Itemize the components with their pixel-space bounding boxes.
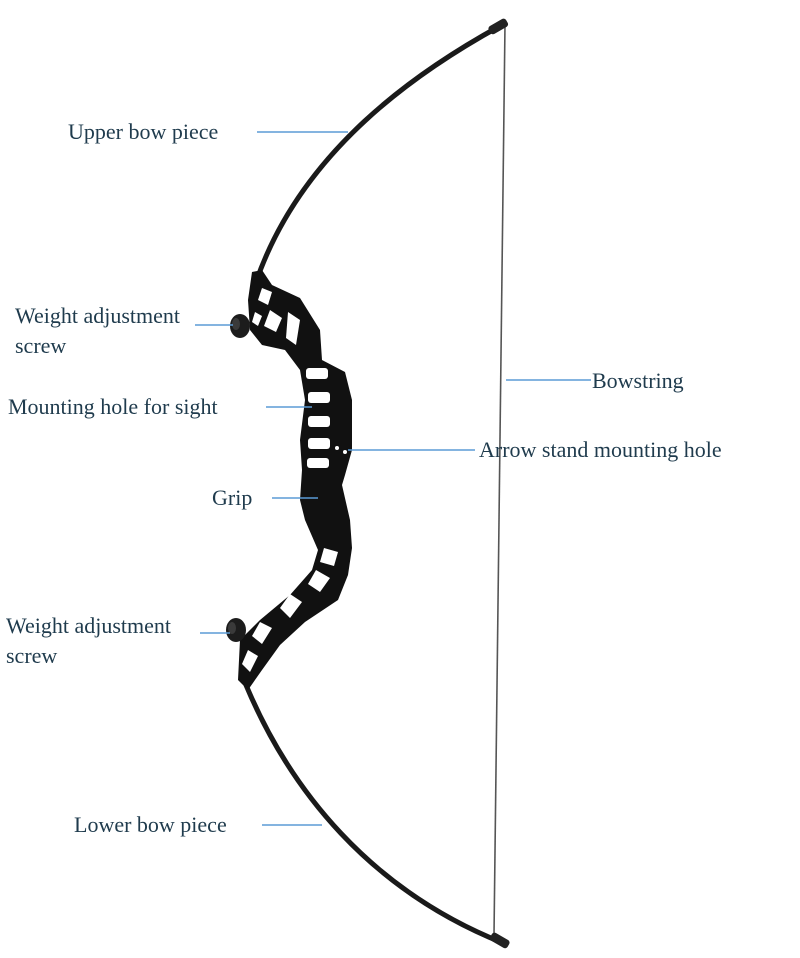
- lower-weight-screw-highlight: [228, 622, 236, 634]
- label-bowstring: Bowstring: [592, 368, 684, 393]
- label-grip: Grip: [212, 485, 253, 510]
- label-weight-adjustment-screw-bottom-line1: Weight adjustment: [6, 613, 172, 638]
- label-lower-bow-piece: Lower bow piece: [74, 812, 227, 837]
- label-arrow-stand-mounting-hole: Arrow stand mounting hole: [479, 437, 722, 462]
- lower-limb: [243, 682, 506, 946]
- upper-limb: [252, 23, 503, 288]
- bowstring-line: [493, 23, 506, 936]
- label-upper-bow-piece: Upper bow piece: [68, 119, 219, 144]
- label-weight-adjustment-screw-top-line1: Weight adjustment: [15, 303, 181, 328]
- leader-lines: [195, 131, 591, 826]
- upper-limb-tip: [488, 18, 509, 35]
- label-weight-adjustment-screw-top-line2: screw: [15, 333, 67, 358]
- label-weight-adjustment-screw-bottom: Weight adjustment screw: [6, 611, 171, 671]
- arrow-stand-hole-dot: [335, 446, 339, 450]
- upper-weight-screw-highlight: [232, 318, 240, 330]
- arrow-stand-hole-dot: [343, 450, 347, 454]
- label-mounting-hole-for-sight: Mounting hole for sight: [8, 394, 218, 419]
- lower-limb-tip: [489, 932, 510, 949]
- label-weight-adjustment-screw-bottom-line2: screw: [6, 643, 58, 668]
- riser-cutouts: [242, 288, 338, 672]
- label-weight-adjustment-screw-top: Weight adjustment screw: [15, 301, 180, 361]
